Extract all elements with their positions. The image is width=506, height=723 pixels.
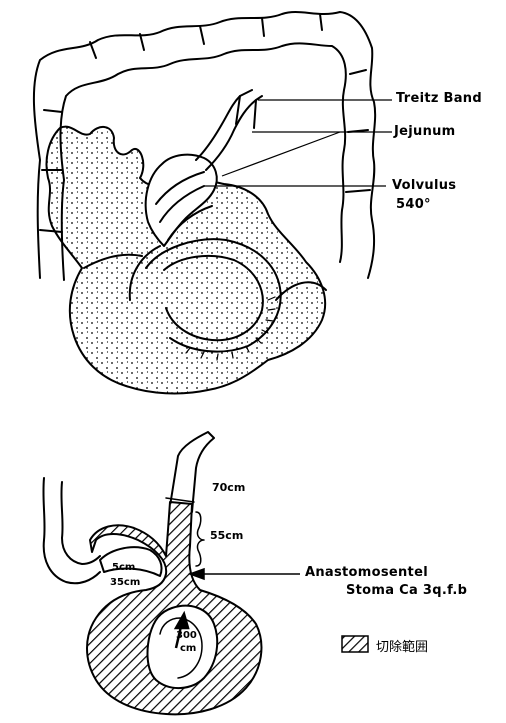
top-leader-lines bbox=[204, 100, 392, 186]
label-55cm: 55cm bbox=[210, 529, 243, 542]
label-35cm: 35cm bbox=[110, 577, 140, 588]
label-volvulus-degrees: 540° bbox=[396, 197, 431, 212]
bottom-resection-diagram bbox=[43, 432, 261, 714]
jejunum-tube-inner bbox=[206, 96, 262, 170]
label-anastomosentel: Anastomosentel bbox=[305, 565, 428, 580]
label-300: 300 bbox=[176, 630, 197, 641]
legend-hatch-swatch bbox=[342, 636, 368, 652]
legend-label: 切除範囲 bbox=[376, 636, 428, 655]
brace-55cm bbox=[196, 512, 204, 566]
anastomosis-arrow bbox=[190, 569, 300, 579]
label-treitz-band: Treitz Band bbox=[396, 91, 482, 106]
label-jejunum: Jejunum bbox=[394, 124, 456, 139]
top-volvulus-diagram bbox=[34, 12, 375, 393]
label-stoma-ca: Stoma Ca 3q.f.b bbox=[346, 583, 467, 598]
label-300-unit: cm bbox=[180, 643, 196, 654]
colon-fragment bbox=[43, 478, 100, 583]
jejunum-leader-2 bbox=[222, 132, 340, 176]
label-70cm: 70cm bbox=[212, 481, 245, 494]
label-5cm: 5cm bbox=[112, 562, 135, 573]
label-volvulus: Volvulus bbox=[392, 178, 456, 193]
